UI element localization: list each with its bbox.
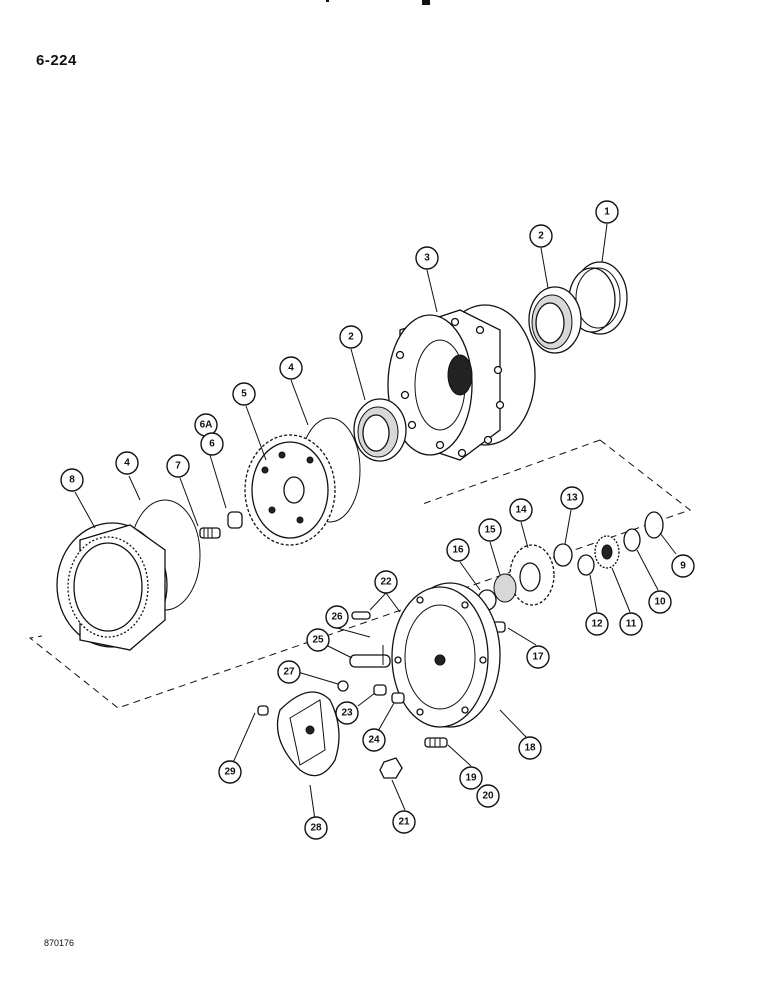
svg-text:6: 6	[209, 439, 215, 450]
callout-6: 6	[200, 432, 224, 456]
part-14-planet-gear	[509, 544, 555, 606]
svg-text:28: 28	[310, 823, 322, 834]
callout-18: 18	[518, 736, 542, 760]
callout-28: 28	[304, 816, 328, 840]
callout-14: 14	[509, 498, 533, 522]
svg-text:19: 19	[465, 773, 477, 784]
part-6-bolt	[199, 511, 243, 539]
scan-mark	[326, 0, 329, 2]
callout-1: 1	[595, 200, 619, 224]
svg-text:2: 2	[538, 231, 544, 242]
svg-text:24: 24	[368, 735, 380, 746]
part-2-bearing-cone-left	[353, 398, 407, 462]
svg-text:8: 8	[69, 475, 75, 486]
part-13-washer	[553, 543, 573, 567]
callout-8: 8	[60, 468, 84, 492]
callout-24: 24	[362, 728, 386, 752]
svg-text:7: 7	[175, 461, 181, 472]
callout-7: 7	[166, 454, 190, 478]
callout-4: 4	[279, 356, 303, 380]
svg-text:26: 26	[331, 612, 343, 623]
part-25-shaft	[349, 645, 391, 668]
svg-text:12: 12	[591, 619, 603, 630]
callout-2: 2	[529, 224, 553, 248]
callout-11: 11	[619, 612, 643, 636]
callout-12: 12	[585, 612, 609, 636]
callout-23: 23	[335, 701, 359, 725]
callout-13: 13	[560, 486, 584, 510]
callout-2: 2	[339, 325, 363, 349]
part-8-ring-gear	[56, 522, 168, 651]
svg-text:11: 11	[626, 619, 637, 630]
svg-text:29: 29	[224, 767, 236, 778]
svg-text:22: 22	[380, 577, 392, 588]
callout-21: 21	[392, 810, 416, 834]
svg-text:4: 4	[124, 458, 130, 469]
part-2-bearing-cone-right	[528, 286, 582, 354]
part-23-plug	[373, 684, 387, 696]
callout-10: 10	[648, 590, 672, 614]
svg-text:17: 17	[532, 652, 544, 663]
part-28-cover-plate	[276, 691, 340, 777]
figure-code: 870176	[44, 938, 75, 948]
svg-text:27: 27	[283, 667, 295, 678]
svg-text:1: 1	[604, 207, 610, 218]
assembly-outline-dashed	[28, 439, 692, 709]
part-18-planet-carrier	[391, 582, 501, 728]
part-11-planet-pinion	[594, 535, 620, 569]
svg-text:5: 5	[241, 389, 247, 400]
callouts: 1 2 2 3 4 4 5 6A	[60, 200, 695, 840]
scan-mark	[422, 0, 430, 5]
svg-text:13: 13	[566, 493, 578, 504]
callout-26: 26	[325, 605, 349, 629]
part-19-stud	[424, 737, 448, 748]
svg-text:6A: 6A	[200, 420, 213, 431]
callout-20: 20	[476, 784, 500, 808]
callout-16: 16	[446, 538, 470, 562]
callout-5: 5	[232, 382, 256, 406]
callout-17: 17	[526, 645, 550, 669]
svg-text:15: 15	[484, 525, 496, 536]
callout-25: 25	[306, 628, 330, 652]
callout-27: 27	[277, 660, 301, 684]
svg-text:20: 20	[482, 791, 494, 802]
callout-22: 22	[374, 570, 398, 594]
part-24-plug	[391, 692, 405, 704]
svg-text:21: 21	[398, 817, 410, 828]
part-27-o-ring	[337, 680, 349, 692]
callout-19: 19	[459, 766, 483, 790]
svg-text:16: 16	[452, 545, 464, 556]
page-number: 6-224	[36, 52, 77, 69]
svg-text:3: 3	[424, 253, 430, 264]
callout-15: 15	[478, 518, 502, 542]
part-10-washer	[623, 528, 641, 552]
assembly-outline-dashed-top	[419, 439, 601, 506]
svg-text:23: 23	[341, 708, 353, 719]
svg-text:10: 10	[654, 597, 666, 608]
part-9-thrust-washer	[644, 511, 664, 539]
part-3-wheel-hub-housing	[387, 304, 536, 461]
callout-3: 3	[415, 246, 439, 270]
callout-9: 9	[671, 554, 695, 578]
part-21-nut	[379, 757, 403, 779]
svg-text:9: 9	[680, 561, 686, 572]
callout-29: 29	[218, 760, 242, 784]
svg-text:14: 14	[515, 505, 527, 516]
part-5-gear-plate	[244, 434, 336, 546]
part-22-pin	[351, 611, 371, 620]
part-12-washer	[577, 554, 595, 576]
callout-4: 4	[115, 451, 139, 475]
svg-text:2: 2	[348, 332, 354, 343]
leader-lines	[74, 223, 677, 821]
part-15-needle-bearing	[493, 573, 517, 603]
part-29-screw	[257, 705, 269, 716]
svg-text:25: 25	[312, 635, 324, 646]
svg-text:18: 18	[524, 743, 536, 754]
svg-text:4: 4	[288, 363, 294, 374]
